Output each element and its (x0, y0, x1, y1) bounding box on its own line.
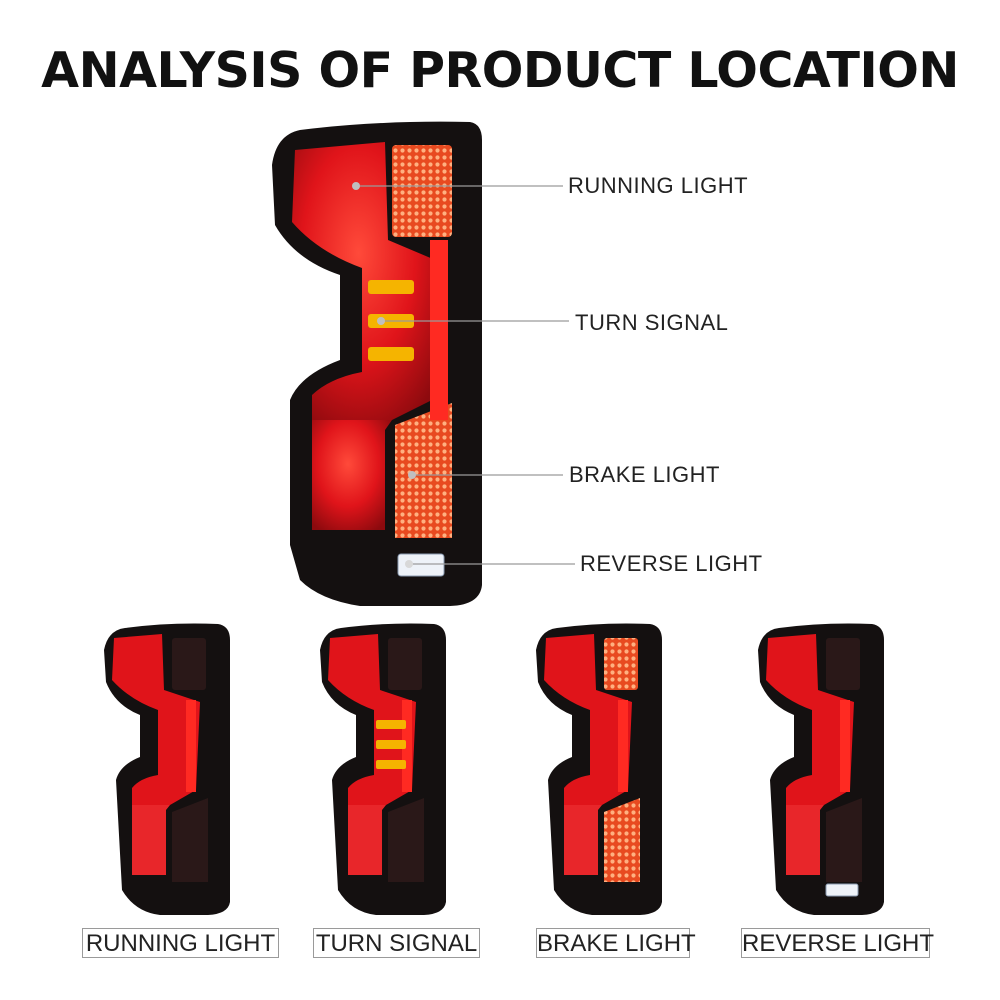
brake-led-grid (395, 403, 452, 538)
callout-dot-running (352, 182, 360, 190)
thumb-reverse-lamp (825, 883, 859, 897)
running-led-grid (392, 145, 452, 237)
callout-label-brake: BRAKE LIGHT (569, 462, 720, 487)
thumb-running-light (104, 623, 230, 915)
caption-running-light: RUNNING LIGHT (82, 928, 279, 958)
turn-signal-bar-3 (368, 347, 414, 361)
lower-red-lens (312, 420, 392, 530)
callout-label-reverse: REVERSE LIGHT (580, 551, 763, 576)
main-tail-light-figure (272, 121, 575, 607)
caption-turn-signal: TURN SIGNAL (313, 928, 480, 958)
callout-dot-brake (408, 471, 416, 479)
thumb-brake-light (536, 623, 662, 915)
thumb-turn-bar-2 (376, 740, 406, 749)
thumb-turn-bar-1 (376, 720, 406, 729)
page-title: ANALYSIS OF PRODUCT LOCATION (41, 42, 959, 99)
center-light-bar (430, 240, 448, 420)
callout-label-running: RUNNING LIGHT (568, 173, 749, 198)
turn-signal-bar-1 (368, 280, 414, 294)
thumb-turn-signal (320, 623, 446, 915)
thumb-turn-bar-3 (376, 760, 406, 769)
caption-brake-light: BRAKE LIGHT (536, 928, 696, 958)
callout-dot-turn (377, 317, 385, 325)
thumb-reverse-light (758, 623, 884, 915)
caption-reverse-light: REVERSE LIGHT (741, 928, 935, 958)
callout-label-turn: TURN SIGNAL (575, 310, 729, 335)
callout-dot-reverse (405, 560, 413, 568)
reverse-light (397, 553, 445, 577)
